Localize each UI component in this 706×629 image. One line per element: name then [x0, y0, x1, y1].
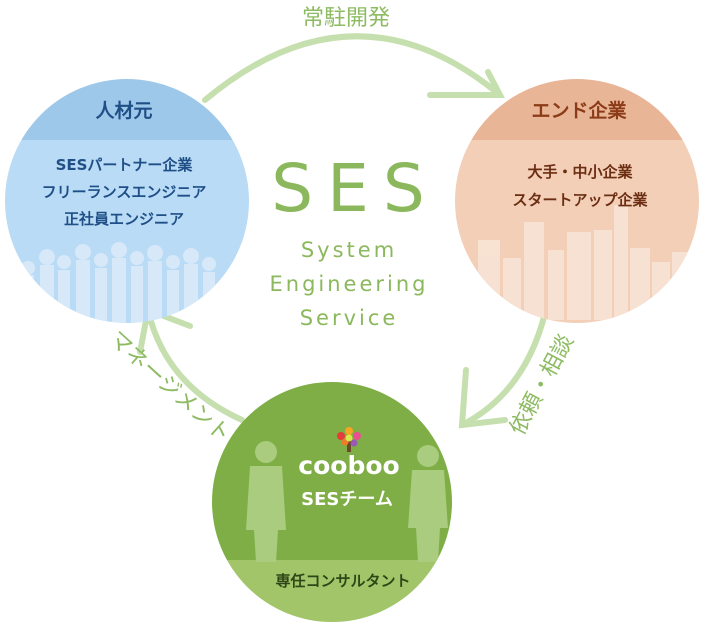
talent-source-item-2: フリーランスエンジニア [42, 183, 207, 201]
cooboo-tree-logo-icon [337, 427, 361, 452]
cooboo-logo: cooboo [298, 451, 399, 480]
end-company-item-2: スタートアップ企業 [512, 191, 648, 209]
arrow-right [459, 297, 551, 428]
consultant-silhouettes-graphic [246, 441, 448, 562]
flow-label-right: 依頼・相談 [505, 331, 579, 440]
center-line-1: System [301, 238, 397, 262]
arrow-top-head [427, 69, 505, 98]
ses-team-label: SESチーム [301, 489, 393, 510]
arrow-left [145, 307, 245, 423]
flow-label-top: 常駐開発 [302, 6, 390, 31]
talent-source-item-3: 正社員エンジニア [64, 210, 184, 228]
center-line-3: Service [300, 306, 399, 330]
center-title: SES [271, 150, 439, 227]
flow-label-left: マネージメント [104, 327, 235, 448]
people-silhouettes-graphic [21, 242, 216, 323]
talent-source-item-1: SESパートナー企業 [56, 156, 194, 174]
talent-source-heading: 人材元 [95, 99, 152, 122]
end-company-heading: エンド企業 [531, 99, 627, 122]
center-line-2: Engineering [270, 272, 429, 296]
arrow-right-head [458, 367, 508, 429]
end-company-item-1: 大手・中小企業 [527, 163, 633, 181]
consultant-label: 専任コンサルタント [275, 572, 410, 590]
arrow-top [202, 33, 503, 103]
